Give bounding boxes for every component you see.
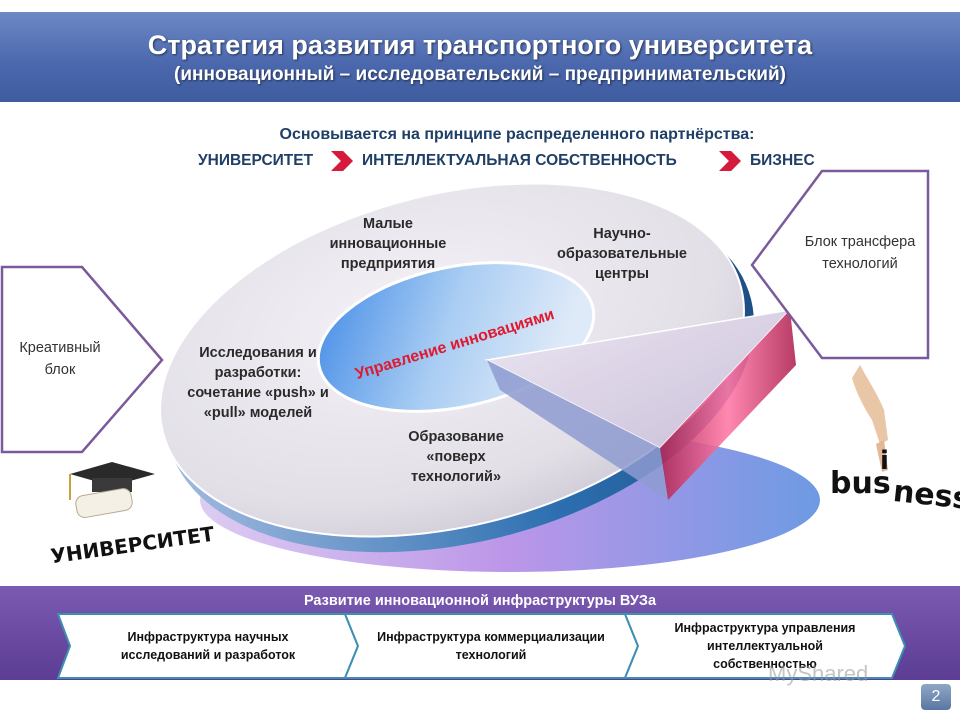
graduation-cap-icon <box>69 462 155 518</box>
label-rnd: Исследования и разработки: сочетание «pu… <box>187 345 329 421</box>
chain-university: УНИВЕРСИТЕТ <box>198 152 314 169</box>
infra-item-commercialization: Инфраструктура коммерциализации технолог… <box>377 630 605 662</box>
infrastructure-title: Развитие инновационной инфраструктуры ВУ… <box>303 593 657 609</box>
disk-wedge-side <box>660 310 796 500</box>
slide-subtitle: (инновационный – исследовательский – пре… <box>174 64 786 85</box>
principle-text: Основывается на принципе распределенного… <box>279 126 755 143</box>
chain-intellectual-property: ИНТЕЛЛЕКТУАЛЬНАЯ СОБСТВЕННОСТЬ <box>362 152 677 169</box>
infra-item-research: Инфраструктура научных исследований и ра… <box>120 630 296 662</box>
label-education: Образование «поверх технологий» <box>408 429 504 485</box>
infra-arrow-3 <box>623 613 907 679</box>
label-small-enterprises: Малые инновационные предприятия <box>329 216 447 272</box>
business-i-text: i <box>880 446 889 476</box>
chain-arrow-icon <box>331 151 353 171</box>
chain-arrow-icon <box>719 151 741 171</box>
disk-wedge-front <box>487 360 668 500</box>
chain-business: БИЗНЕС <box>750 152 815 169</box>
tech-transfer-block-shape <box>750 169 930 360</box>
hand-icon <box>852 365 888 472</box>
page-number: 2 <box>921 684 951 710</box>
label-research-centers: Научно-образовательные центры <box>557 226 687 282</box>
watermark: MyShared <box>768 661 869 686</box>
tech-transfer-block-label: Блок трансфера технологий <box>804 234 916 272</box>
slide-title: Стратегия развития транспортного универс… <box>147 30 813 60</box>
business-bus-text: bus <box>830 466 891 501</box>
creative-block-shape <box>0 265 164 454</box>
infra-item-ip-management: Инфраструктура управления интеллектуальн… <box>674 621 856 671</box>
title-banner <box>0 12 960 102</box>
creative-block-label: Креативный блок <box>19 340 101 378</box>
